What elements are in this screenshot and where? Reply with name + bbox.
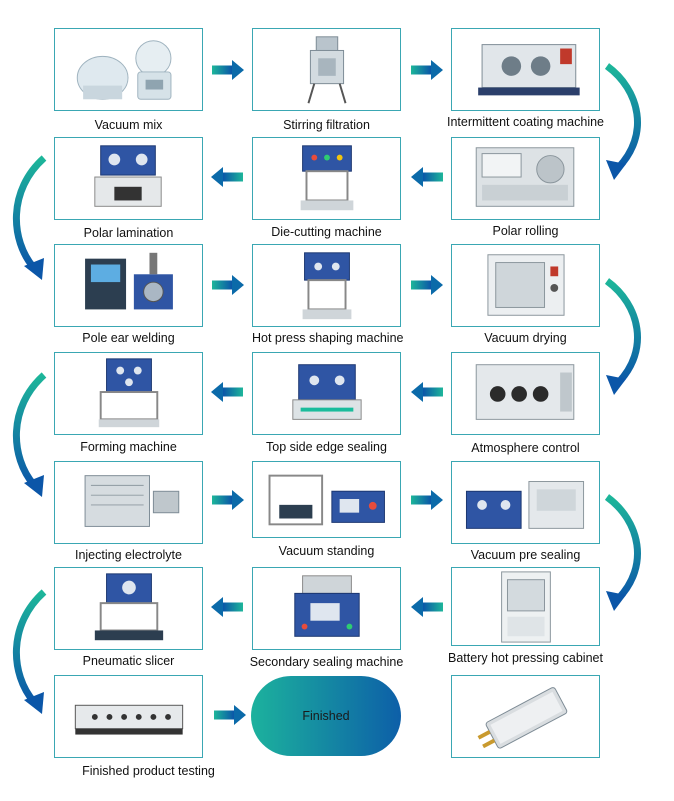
- label-vacuum-drying: Vacuum drying: [484, 331, 567, 345]
- hot-press-icon: [302, 252, 352, 320]
- arrow-left-2: [411, 167, 443, 187]
- step-vacuum-pre-sealing: [451, 461, 600, 544]
- finished-product-box: [451, 675, 600, 758]
- pneumatic-slicer-icon: [94, 573, 164, 641]
- curve-arrow-left-3: [13, 589, 47, 714]
- welder-icon: [85, 252, 173, 310]
- step-hot-press-shaping: [252, 244, 401, 327]
- label-vacuum-standing: Vacuum standing: [278, 544, 375, 558]
- arrow-right-2: [411, 60, 443, 80]
- step-battery-hot-pressing-cabinet: [451, 567, 600, 646]
- vacuum-standing-icon: [268, 474, 385, 526]
- step-stirring-filtration: [252, 28, 401, 111]
- arrow-left-1: [211, 167, 243, 187]
- label-injecting-electrolyte: Injecting electrolyte: [74, 548, 182, 562]
- curve-arrow-right-1: [604, 63, 641, 180]
- step-polar-lamination: [54, 137, 203, 220]
- step-injecting-electrolyte: [54, 461, 203, 544]
- step-pneumatic-slicer: [54, 567, 203, 650]
- label-top-side-edge-sealing: Top side edge sealing: [266, 440, 387, 454]
- step-vacuum-drying: [451, 244, 600, 327]
- step-vacuum-standing: [252, 461, 401, 538]
- label-vacuum-pre-sealing: Vacuum pre sealing: [470, 548, 581, 562]
- die-cutter-icon: [300, 145, 354, 211]
- step-finished-product-testing: [54, 675, 203, 758]
- curve-arrow-right-2: [604, 278, 641, 395]
- arrow-right-6: [411, 490, 443, 510]
- rolling-press-icon: [475, 147, 575, 207]
- step-intermittent-coating: [451, 28, 600, 111]
- arrow-right-7: [214, 705, 246, 725]
- arrow-right-4: [411, 275, 443, 295]
- label-polar-rolling: Polar rolling: [492, 224, 559, 238]
- step-polar-rolling: [451, 137, 600, 220]
- battery-tester-icon: [74, 704, 184, 735]
- label-die-cutting: Die-cutting machine: [271, 225, 382, 239]
- arrow-left-6: [411, 597, 443, 617]
- label-pole-ear-welding: Pole ear welding: [82, 331, 175, 345]
- vacuum-mixer-icon: [76, 40, 172, 100]
- label-intermittent-coating: Intermittent coating machine: [446, 115, 605, 129]
- secondary-sealer-icon: [294, 575, 360, 637]
- step-top-side-edge-sealing: [252, 352, 401, 435]
- hot-pressing-cabinet-icon: [501, 571, 551, 643]
- laminator-icon: [94, 145, 162, 207]
- step-die-cutting: [252, 137, 401, 220]
- label-finished-product-testing: Finished product testing: [82, 764, 215, 778]
- arrow-left-3: [211, 382, 243, 402]
- arrow-right-1: [212, 60, 244, 80]
- label-forming-machine: Forming machine: [80, 440, 177, 454]
- step-secondary-sealing: [252, 567, 401, 650]
- arrow-left-4: [411, 382, 443, 402]
- electrolyte-injector-icon: [84, 475, 180, 527]
- forming-machine-icon: [98, 358, 160, 428]
- battery-pouch-icon: [477, 687, 568, 749]
- label-vacuum-mix: Vacuum mix: [94, 118, 163, 132]
- step-atmosphere-control: [451, 352, 600, 435]
- stirring-tank-icon: [307, 36, 347, 104]
- finished-label: Finished: [302, 709, 350, 723]
- pre-sealer-icon: [465, 481, 585, 529]
- label-pneumatic-slicer: Pneumatic slicer: [82, 654, 175, 668]
- glove-box-icon: [475, 364, 575, 420]
- finished-node: Finished: [251, 676, 401, 756]
- label-secondary-sealing: Secondary sealing machine: [249, 655, 404, 669]
- label-polar-lamination: Polar lamination: [83, 226, 174, 240]
- arrow-right-3: [212, 275, 244, 295]
- label-atmosphere-control: Atmosphere control: [471, 441, 580, 455]
- curve-arrow-left-2: [13, 372, 47, 497]
- coating-machine-icon: [478, 44, 580, 96]
- curve-arrow-left-1: [13, 155, 47, 280]
- label-battery-hot-pressing-cabinet: Battery hot pressing cabinet: [448, 651, 603, 665]
- step-forming-machine: [54, 352, 203, 435]
- curve-arrow-right-3: [604, 494, 641, 611]
- step-vacuum-mix: [54, 28, 203, 111]
- edge-sealer-icon: [292, 364, 362, 420]
- vacuum-oven-icon: [487, 254, 565, 316]
- label-stirring-filtration: Stirring filtration: [283, 118, 370, 132]
- arrow-right-5: [212, 490, 244, 510]
- arrow-left-5: [211, 597, 243, 617]
- step-pole-ear-welding: [54, 244, 203, 327]
- label-hot-press-shaping: Hot press shaping machine: [252, 331, 404, 345]
